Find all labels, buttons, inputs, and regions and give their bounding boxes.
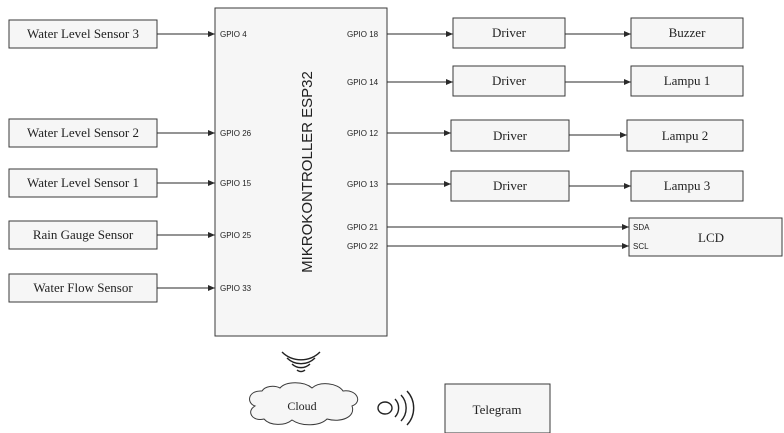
input-sensor-1: Water Level Sensor 1 [8,168,158,198]
input-sensor-1-label: Water Level Sensor 1 [27,175,139,190]
telegram-label: Telegram [473,402,522,417]
input-rain-gauge-label: Rain Gauge Sensor [33,227,134,242]
lcd-block: SDA SCL LCD [628,217,783,257]
device-label: Lampu 1 [664,73,711,88]
driver-lampu-3: Driver [450,170,570,202]
wireless-signal-icon [281,351,321,373]
input-sensor-2-label: Water Level Sensor 2 [27,125,139,140]
gpio-label: GPIO 14 [347,78,379,87]
input-rain-gauge: Rain Gauge Sensor [8,220,158,250]
input-sensor-3-label: Water Level Sensor 3 [27,26,139,41]
input-sensor-3: Water Level Sensor 3 [8,19,158,49]
driver-lampu-2: Driver [450,119,570,152]
device-label: Lampu 2 [662,128,709,143]
device-label: Buzzer [669,25,706,40]
lcd-sda-pin: SDA [633,223,650,232]
device-lampu-2: Lampu 2 [626,119,744,152]
mcu-block: MIKROKONTROLLER ESP32 [214,7,388,337]
device-lampu-1: Lampu 1 [630,65,744,97]
gpio-label: GPIO 18 [347,30,379,39]
gpio-label: GPIO 25 [220,231,252,240]
driver-label: Driver [493,178,528,193]
driver-label: Driver [493,128,528,143]
driver-label: Driver [492,25,527,40]
mcu-title: MIKROKONTROLLER ESP32 [299,71,316,273]
gpio-label: GPIO 33 [220,284,252,293]
cloud-icon: Cloud [249,382,359,426]
lcd-title: LCD [698,230,724,245]
gpio-label: GPIO 15 [220,179,252,188]
cloud-label: Cloud [287,399,316,413]
lcd-scl-pin: SCL [633,242,649,251]
driver-label: Driver [492,73,527,88]
gpio-label: GPIO 13 [347,180,379,189]
device-buzzer: Buzzer [630,17,744,49]
gpio-label: GPIO 26 [220,129,252,138]
input-water-flow: Water Flow Sensor [8,273,158,303]
driver-lampu-1: Driver [452,65,566,97]
gpio-label: GPIO 21 [347,223,379,232]
driver-buzzer: Driver [452,17,566,49]
gpio-label: GPIO 4 [220,30,247,39]
gpio-label: GPIO 22 [347,242,379,251]
device-label: Lampu 3 [664,178,711,193]
input-sensor-2: Water Level Sensor 2 [8,118,158,148]
input-water-flow-label: Water Flow Sensor [33,280,133,295]
wireless-signal-right-icon [377,390,415,426]
telegram-block: Telegram [444,383,551,433]
gpio-label: GPIO 12 [347,129,379,138]
device-lampu-3: Lampu 3 [630,170,744,202]
